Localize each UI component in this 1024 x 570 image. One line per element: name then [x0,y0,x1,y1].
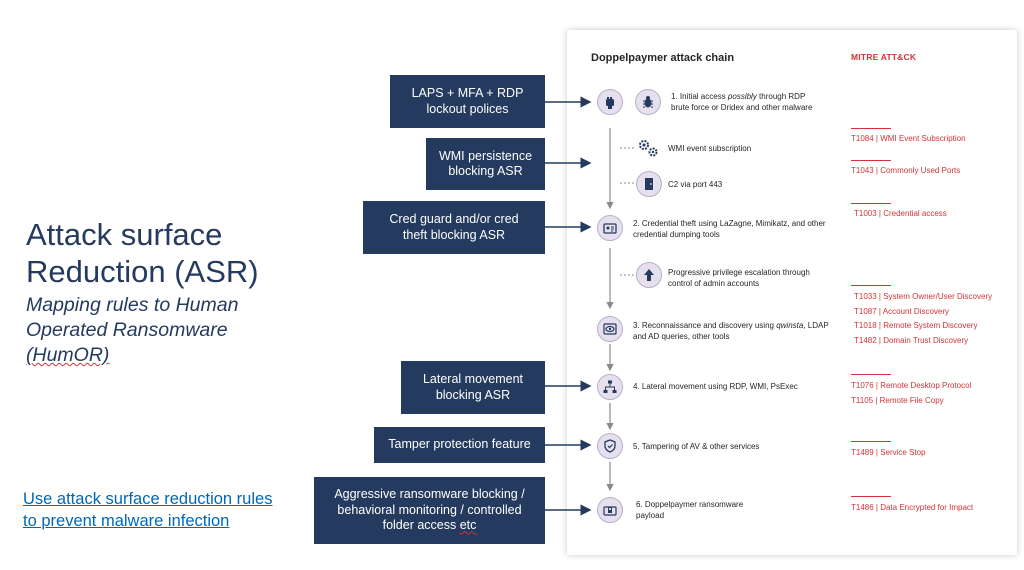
mitre-t1482: T1482 | Domain Trust Discovery [854,336,969,345]
step-4-text: 4. Lateral movement using RDP, WMI, PsEx… [633,382,798,391]
panel-title: Doppelpaymer attack chain [591,52,735,64]
fist-icon [597,89,623,115]
gears-icon [636,137,660,159]
door-icon [636,171,662,197]
mitre-t1018: T1018 | Remote System Discovery [854,321,978,330]
box-ransomware-blocking: Aggressive ransomware blocking / behavio… [314,477,545,544]
bug-icon [635,89,661,115]
link-line-1[interactable]: Use attack surface reduction rules [23,490,273,508]
link-line-2[interactable]: to prevent malware infection [23,512,230,530]
mitre-t1043: T1043 | Commonly Used Ports [851,166,961,175]
shield-icon [597,433,623,459]
wmi-subscription-text: WMI event subscription [668,144,752,153]
mitre-title: MITRE ATT&CK [851,52,917,62]
box-tamper-protection: Tamper protection feature [374,427,545,463]
subtitle-line-1: Mapping rules to Human [26,294,239,316]
page-subtitle: Mapping rules to Human Operated Ransomwa… [26,293,316,368]
title-line-2: Reduction (ASR) [26,254,259,289]
id-card-icon [597,215,623,241]
lock-icon [597,497,623,523]
attack-chain-panel [567,30,1017,555]
mitre-t1105: T1105 | Remote File Copy [851,396,944,405]
mitre-t1084: T1084 | WMI Event Subscription [851,134,966,143]
step-1-text: 1. Initial access possibly through RDP b… [671,92,813,112]
step-3-text: 3. Reconnaissance and discovery using qw… [633,321,829,341]
arrow-up-icon [636,262,662,288]
privilege-escalation-text: Progressive privilege escalation through… [668,268,810,288]
mitre-t1489: T1489 | Service Stop [851,448,926,457]
subtitle-line-3: (HumOR) [26,343,316,368]
step-6-text: 6. Doppelpaymer ransomware payload [636,500,744,520]
subtitle-line-2: Operated Ransomware [26,319,228,341]
eye-icon [597,316,623,342]
c2-port-text: C2 via port 443 [668,180,723,189]
step-2-text: 2. Credential theft using LaZagne, Mimik… [633,219,826,239]
mitre-t1087: T1087 | Account Discovery [854,307,950,316]
network-icon [597,374,623,400]
step-5-text: 5. Tampering of AV & other services [633,442,760,451]
title-line-1: Attack surface [26,217,223,252]
page-title: Attack surface Reduction (ASR) [26,216,336,290]
asr-rules-link[interactable]: Use attack surface reduction rules to pr… [23,488,313,532]
subtitle-humor: (HumOR) [26,344,110,366]
mitre-t1003: T1003 | Credential access [854,209,947,218]
mitre-t1033: T1033 | System Owner/User Discovery [854,292,993,301]
mitre-t1076: T1076 | Remote Desktop Protocol [851,381,972,390]
mitre-t1486: T1486 | Data Encrypted for Impact [851,503,974,512]
